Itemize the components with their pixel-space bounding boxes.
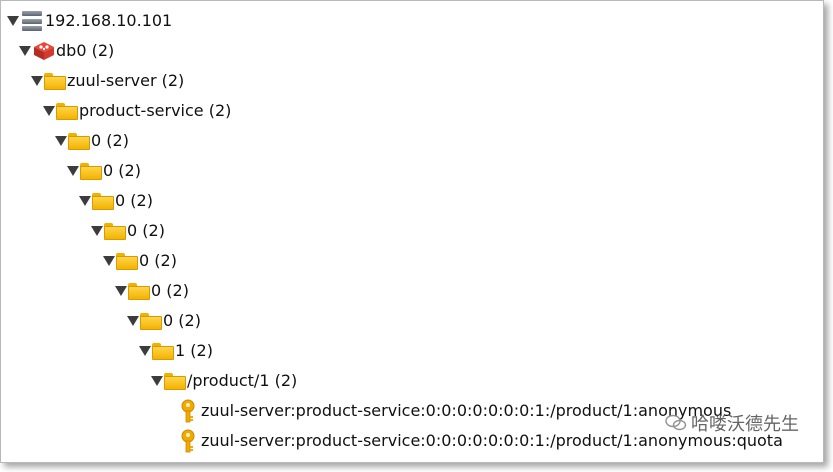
folder-label: 0 (2) — [115, 191, 153, 210]
watermark: 哈喽沃德先生 — [665, 410, 799, 436]
expand-arrow-icon[interactable] — [139, 346, 151, 356]
tree-node-folder[interactable]: 0 (2) — [127, 308, 201, 334]
folder-label: 0 (2) — [151, 281, 189, 300]
expand-arrow-icon[interactable] — [19, 46, 31, 56]
expand-arrow-icon[interactable] — [103, 256, 115, 266]
folder-label: 0 (2) — [139, 251, 177, 270]
folder-icon — [68, 132, 90, 150]
redis-key-tree-panel: 192.168.10.101 db0 (2) zuul-server (2) p… — [0, 0, 824, 463]
folder-icon — [56, 102, 78, 120]
expand-arrow-icon[interactable] — [31, 76, 43, 86]
folder-label: 0 (2) — [163, 311, 201, 330]
tree-node-key[interactable]: zuul-server:product-service:0:0:0:0:0:0:… — [178, 398, 731, 424]
tree-node-folder[interactable]: 0 (2) — [103, 248, 177, 274]
folder-icon — [152, 342, 174, 360]
db-label: db0 (2) — [56, 41, 115, 60]
tree-node-key[interactable]: zuul-server:product-service:0:0:0:0:0:0:… — [178, 428, 783, 454]
key-icon — [181, 399, 195, 423]
tree-node-folder[interactable]: 0 (2) — [67, 158, 141, 184]
folder-label: 0 (2) — [103, 161, 141, 180]
tree-node-folder[interactable]: 1 (2) — [139, 338, 213, 364]
folder-icon — [140, 312, 162, 330]
folder-icon — [164, 372, 186, 390]
redis-db-icon — [34, 42, 54, 60]
folder-label: /product/1 (2) — [187, 371, 298, 390]
tree-node-folder[interactable]: 0 (2) — [91, 218, 165, 244]
folder-label: 0 (2) — [91, 131, 129, 150]
folder-icon — [92, 192, 114, 210]
key-label: zuul-server:product-service:0:0:0:0:0:0:… — [201, 401, 732, 420]
expand-arrow-icon[interactable] — [55, 136, 67, 146]
folder-icon — [44, 72, 66, 90]
folder-icon — [80, 162, 102, 180]
folder-label: 0 (2) — [127, 221, 165, 240]
key-icon — [181, 429, 195, 453]
tree-node-folder[interactable]: 0 (2) — [55, 128, 129, 154]
key-label: zuul-server:product-service:0:0:0:0:0:0:… — [201, 431, 783, 450]
folder-icon — [116, 252, 138, 270]
folder-label: 1 (2) — [175, 341, 213, 360]
expand-arrow-icon[interactable] — [67, 166, 79, 176]
tree-node-folder[interactable]: 0 (2) — [79, 188, 153, 214]
tree-node-folder[interactable]: zuul-server (2) — [31, 68, 184, 94]
tree-node-folder[interactable]: product-service (2) — [43, 98, 231, 124]
expand-arrow-icon[interactable] — [151, 376, 163, 386]
tree-node-folder[interactable]: /product/1 (2) — [151, 368, 297, 394]
server-label: 192.168.10.101 — [45, 11, 173, 30]
folder-icon — [104, 222, 126, 240]
expand-arrow-icon[interactable] — [115, 286, 127, 296]
expand-arrow-icon[interactable] — [7, 16, 19, 26]
watermark-text: 哈喽沃德先生 — [691, 414, 799, 435]
tree-node-server[interactable]: 192.168.10.101 — [7, 8, 172, 34]
folder-icon — [128, 282, 150, 300]
tree-node-db[interactable]: db0 (2) — [19, 38, 114, 64]
expand-arrow-icon[interactable] — [43, 106, 55, 116]
server-icon — [22, 11, 42, 31]
expand-arrow-icon[interactable] — [127, 316, 139, 326]
folder-label: product-service (2) — [79, 101, 232, 120]
wechat-icon — [665, 414, 687, 431]
folder-label: zuul-server (2) — [67, 71, 185, 90]
tree-node-folder[interactable]: 0 (2) — [115, 278, 189, 304]
expand-arrow-icon[interactable] — [79, 196, 91, 206]
expand-arrow-icon[interactable] — [91, 226, 103, 236]
